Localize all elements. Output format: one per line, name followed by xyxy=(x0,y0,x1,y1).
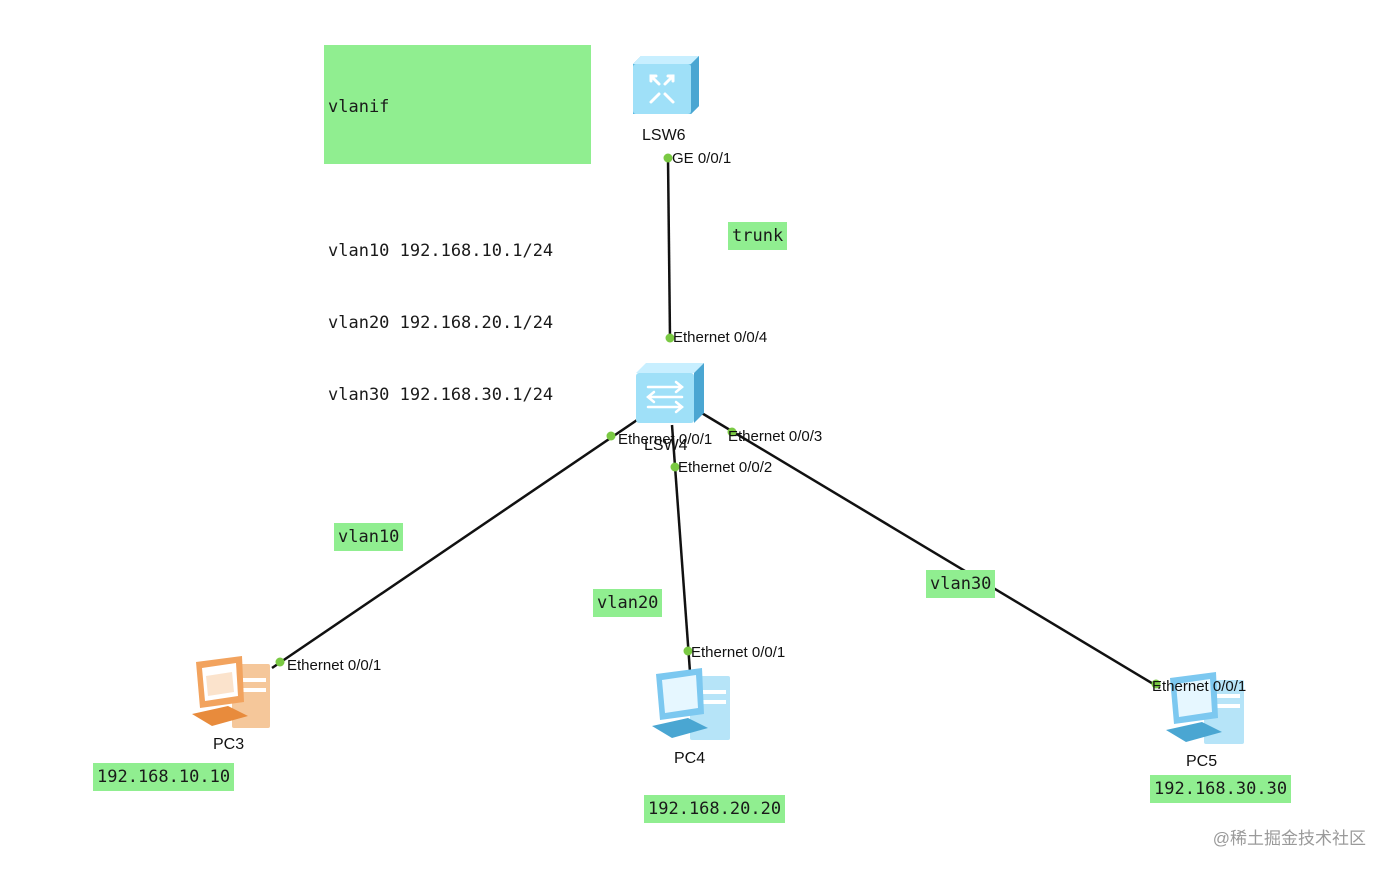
port-label-lsw4-e001: Ethernet 0/0/1 xyxy=(618,431,713,448)
vlan20-note: vlan20 xyxy=(593,589,663,617)
pc-icon[interactable] xyxy=(192,656,270,728)
note-line: vlanif xyxy=(328,97,390,117)
port-label-lsw6-ge001: GE 0/0/1 xyxy=(672,150,732,167)
pc5-ip-note: 192.168.30.30 xyxy=(1150,775,1292,803)
pc3-ip-note: 192.168.10.10 xyxy=(93,763,235,791)
trunk-note: trunk xyxy=(728,222,788,250)
core-switch-icon[interactable] xyxy=(633,56,699,114)
device-label-lsw4: LSW4 xyxy=(644,437,688,454)
pc-icon[interactable] xyxy=(652,668,730,740)
port-dot[interactable] xyxy=(1151,679,1161,689)
device-label-pc3: PC3 xyxy=(213,736,245,753)
port-label-pc5-e001: Ethernet 0/0/1 xyxy=(1152,678,1247,695)
link-lsw6-lsw4[interactable] xyxy=(666,157,672,339)
note-line: vlan10 192.168.10.1/24 xyxy=(328,241,554,261)
port-dot[interactable] xyxy=(606,431,616,441)
port-label-pc4-e001: Ethernet 0/0/1 xyxy=(691,644,786,661)
vlan30-note: vlan30 xyxy=(926,570,996,598)
link-lsw4-pc3[interactable] xyxy=(271,416,641,670)
vlanif-note: vlanif vlan10 192.168.10.1/24 vlan20 192… xyxy=(324,45,591,405)
watermark: @稀土掘金技术社区 xyxy=(1212,829,1366,848)
access-switch-icon[interactable] xyxy=(636,363,704,423)
port-label-pc3-e001: Ethernet 0/0/1 xyxy=(287,657,382,674)
device-label-lsw6: LSW6 xyxy=(642,127,686,144)
port-dot[interactable] xyxy=(727,427,737,437)
port-dot[interactable] xyxy=(683,646,693,656)
port-label-lsw4-e004: Ethernet 0/0/4 xyxy=(673,329,768,346)
port-dot[interactable] xyxy=(670,462,680,472)
note-line: vlan30 192.168.30.1/24 xyxy=(328,385,554,405)
note-line: vlan20 192.168.20.1/24 xyxy=(328,313,554,333)
vlan10-note: vlan10 xyxy=(334,523,404,551)
port-dot[interactable] xyxy=(665,333,675,343)
note-line xyxy=(328,167,587,191)
port-label-lsw4-e002: Ethernet 0/0/2 xyxy=(678,459,773,476)
port-dot[interactable] xyxy=(663,153,673,163)
link-lsw4-pc5[interactable] xyxy=(699,410,1161,690)
port-dot[interactable] xyxy=(275,657,285,667)
port-label-lsw4-e003: Ethernet 0/0/3 xyxy=(728,428,823,445)
device-label-pc4: PC4 xyxy=(674,750,706,767)
pc-icon[interactable] xyxy=(1166,672,1244,744)
device-label-pc5: PC5 xyxy=(1186,753,1218,770)
pc4-ip-note: 192.168.20.20 xyxy=(644,795,786,823)
